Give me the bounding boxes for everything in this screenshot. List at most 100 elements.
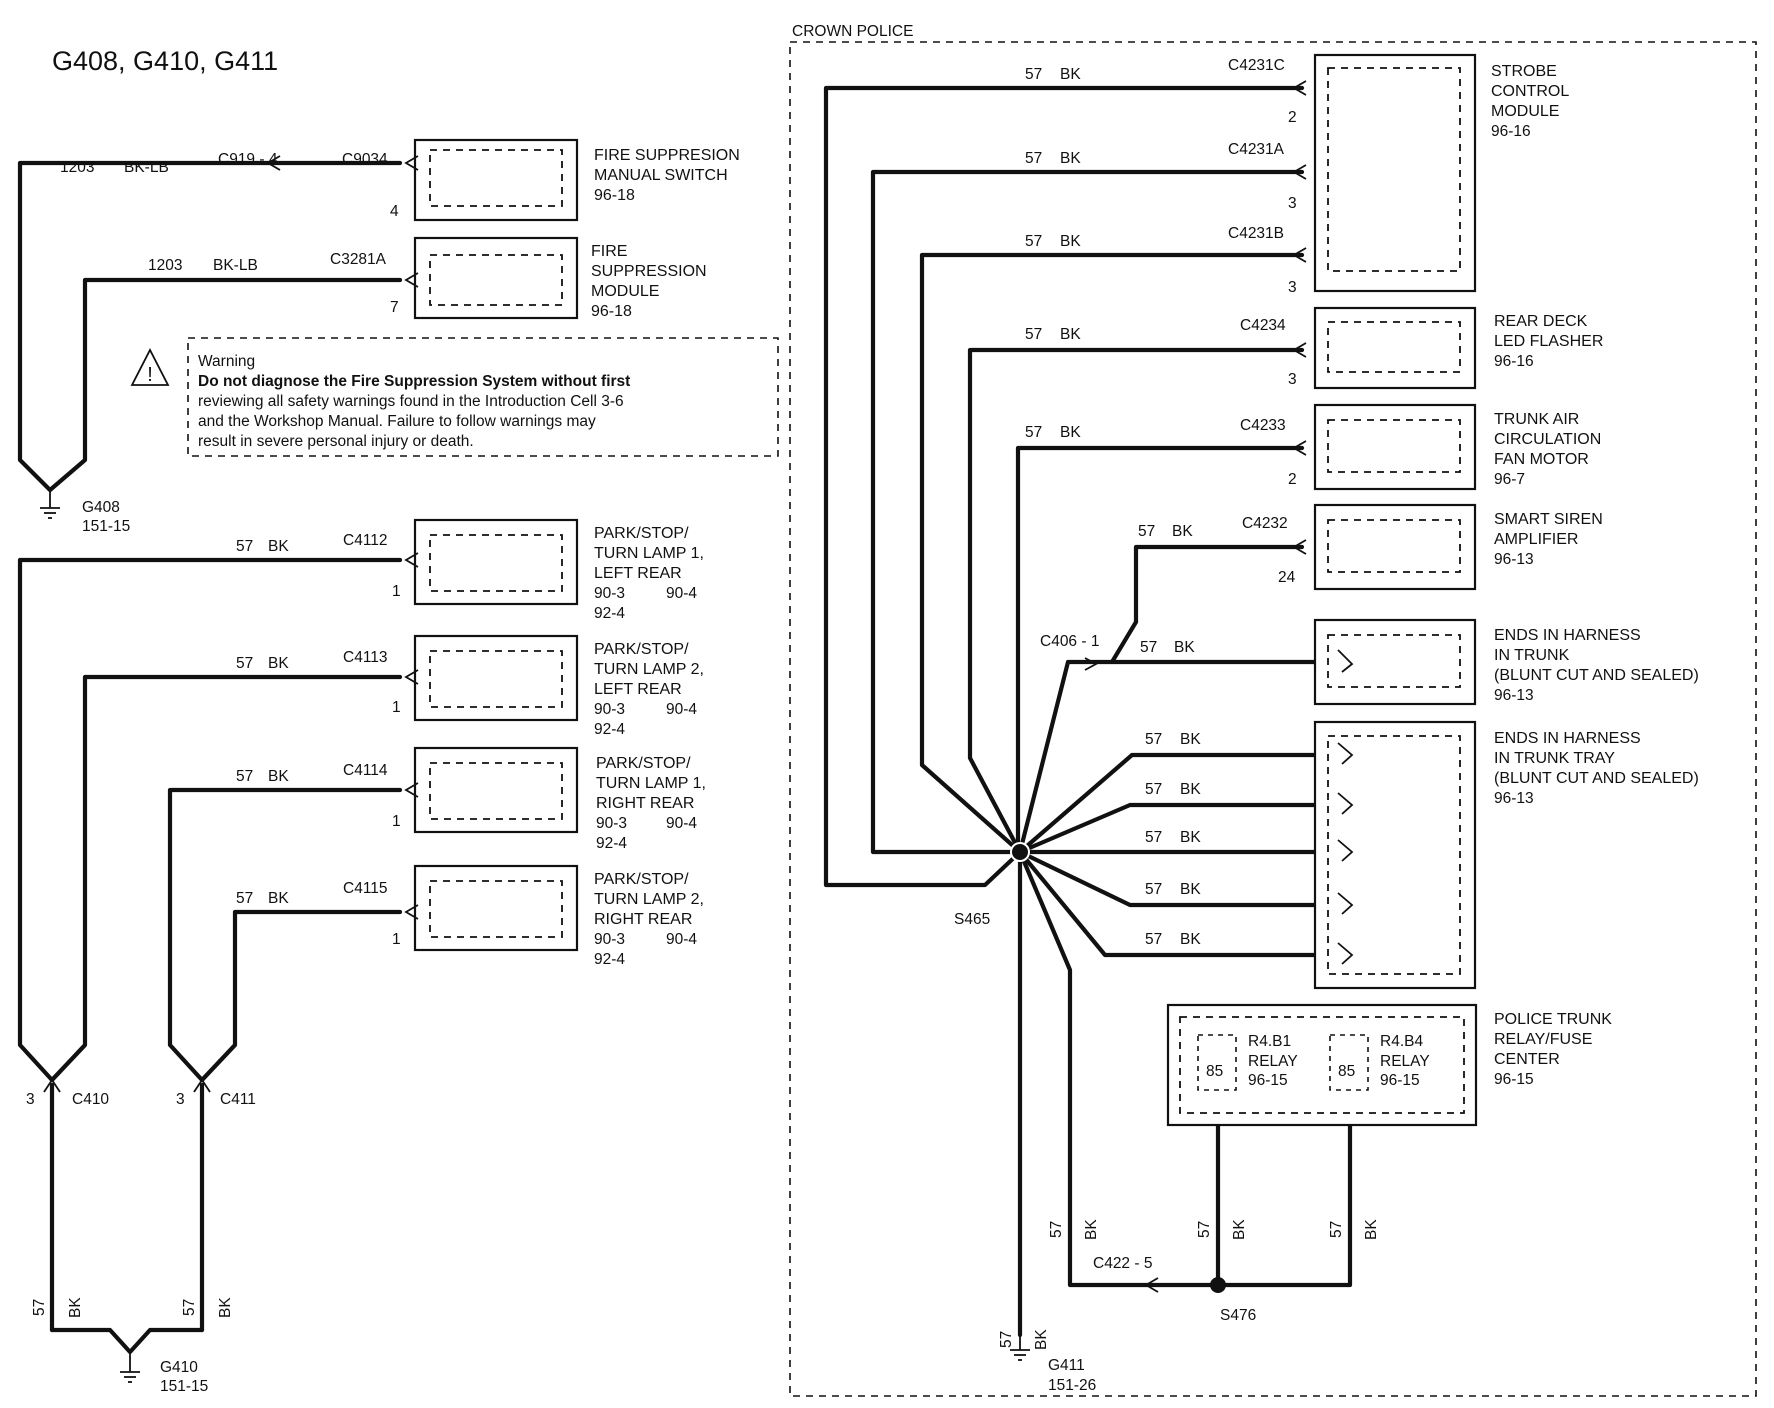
vertical-wire-labels-right: 57 BK 57 BK 57 BK 57 BK [998, 1219, 1380, 1350]
component-ref: 92-4 [596, 835, 627, 852]
warning-text: and the Workshop Manual. Failure to foll… [198, 413, 596, 430]
component-name: FIRE [591, 243, 627, 260]
component-name: TURN LAMP 1, [596, 775, 706, 792]
c406-connector-icon [1084, 657, 1098, 671]
component-name: PARK/STOP/ [596, 755, 691, 772]
wire-labels-right: 57 BK 57 BK 57 BK 57 BK 57 BK 57 BK 57 B… [1025, 66, 1201, 948]
wire-circuit-label: 57 [1025, 66, 1042, 83]
crown-police-frame [789, 41, 1757, 1397]
component-ref: 96-16 [1491, 123, 1531, 140]
component-ref: 96-18 [591, 303, 632, 320]
wire-tray-2 [1017, 802, 1323, 855]
relay-name: R4.B4 [1380, 1033, 1423, 1050]
component-name: CENTER [1494, 1051, 1560, 1068]
pin-arrow-icon [404, 552, 419, 568]
component-name: ENDS IN HARNESS [1494, 627, 1641, 644]
component-name: CONTROL [1491, 83, 1569, 100]
component-ref: 96-15 [1494, 1071, 1534, 1088]
wire-circuit-label: 57 [1145, 931, 1162, 948]
wire-color-label: BK [1060, 326, 1081, 343]
component-ref: 96-7 [1494, 471, 1525, 488]
wire-to-c4231b [919, 252, 1305, 855]
wire-tray-5 [1017, 849, 1323, 958]
connector-label: C4114 [343, 762, 388, 779]
relay-type: RELAY [1248, 1053, 1298, 1070]
relay-pin: 85 [1338, 1063, 1355, 1080]
connector-name: C411 [220, 1091, 256, 1108]
pin-number: 7 [390, 299, 399, 316]
ground-name: G411 [1048, 1357, 1085, 1374]
wire-circuit-label: 57 [1145, 881, 1162, 898]
wire-color-label: BK [1060, 66, 1081, 83]
wire-circuit-label: 57 [1328, 1221, 1345, 1238]
wire-color-label: BK [67, 1297, 84, 1318]
component-name: TURN LAMP 1, [594, 545, 704, 562]
pin-arrow-icon [404, 272, 419, 288]
strobe-control-module: C4231C 2 C4231A 3 C4231B 3 STROBE CONTRO… [1228, 53, 1569, 296]
wire-color-label: BK [1180, 931, 1201, 948]
pin-number: 3 [176, 1091, 185, 1108]
wire-to-c4232 [1109, 544, 1305, 665]
park-stop-turn-lamp-2-left-rear: 57 BK C4113 1 PARK/STOP/ TURN LAMP 2, LE… [236, 634, 704, 738]
exclamation-icon: ! [147, 364, 153, 386]
component-name: RIGHT REAR [596, 795, 694, 812]
connector-label: C3281A [330, 251, 387, 268]
ground-g411: G411 151-26 [1010, 1335, 1096, 1394]
ground-name: G410 [160, 1359, 198, 1376]
wire-color-label: BK [1180, 881, 1201, 898]
wire-color-label: BK [268, 890, 289, 907]
wire-circuit-label: 57 [236, 538, 253, 555]
relay-ref: 96-15 [1380, 1072, 1420, 1089]
pin-number: 3 [1288, 371, 1297, 388]
warning-note: ! Warning Do not diagnose the Fire Suppr… [130, 337, 779, 457]
crown-police-section: CROWN POLICE S465 S476 C422 - 5 C406 - 1 [789, 23, 1757, 1397]
pin-number: 1 [392, 583, 401, 600]
pin-arrow-icon [404, 904, 419, 920]
wire-57-lamps-right [167, 787, 403, 1083]
ground-name: G408 [82, 499, 120, 516]
component-name: LEFT REAR [594, 565, 682, 582]
c919-connector-icon [266, 155, 281, 171]
pin-number: 2 [1288, 471, 1297, 488]
wire-to-c4231a [870, 169, 1305, 855]
relay-r4b4: 85 R4.B4 RELAY 96-15 [1329, 1033, 1430, 1091]
component-name: (BLUNT CUT AND SEALED) [1494, 770, 1699, 787]
wire-color-label: BK [1180, 731, 1201, 748]
wire-circuit-label: 57 [1196, 1221, 1213, 1238]
pin-arrow-icon [404, 782, 419, 798]
wire-57-lamps-left [17, 557, 403, 1083]
wire-color-label: BK [1033, 1329, 1050, 1350]
wire-color-label: BK [1363, 1219, 1380, 1240]
component-name: REAR DECK [1494, 313, 1588, 330]
wire-circuit-label: 57 [1048, 1221, 1065, 1238]
component-ref: 92-4 [594, 951, 625, 968]
pin-number: 4 [390, 203, 399, 220]
wire-circuit-label: 57 [1025, 424, 1042, 441]
ends-in-harness-in-trunk: ENDS IN HARNESS IN TRUNK (BLUNT CUT AND … [1313, 618, 1699, 706]
component-name: TURN LAMP 2, [594, 891, 704, 908]
wire-circuit-label: 57 [1145, 731, 1162, 748]
connector-c410: 3 C410 [26, 1078, 109, 1333]
wire-circuit-label: 57 [236, 890, 253, 907]
wire-circuit-label: 57 [1025, 326, 1042, 343]
component-name: RIGHT REAR [594, 911, 692, 928]
pin-number: 3 [1288, 195, 1297, 212]
ground-ref: 151-15 [82, 518, 130, 535]
component-name: TURN LAMP 2, [594, 661, 704, 678]
wire-circuit-label: 57 [1140, 639, 1157, 656]
connector-name: C410 [72, 1091, 109, 1108]
component-ref: 96-16 [1494, 353, 1534, 370]
pin-number: 1 [392, 931, 401, 948]
wire-tray-4 [1017, 849, 1323, 908]
component-name: PARK/STOP/ [594, 525, 689, 542]
wire-circuit-label: 1203 [60, 159, 94, 176]
component-name: IN TRUNK [1494, 647, 1570, 664]
component-name: STROBE [1491, 63, 1557, 80]
blunt-cut-icon [1337, 892, 1354, 915]
inline-connector-label: C919 - 4 [218, 151, 278, 168]
pin-number: 1 [392, 699, 401, 716]
splice-s465 [1010, 842, 1030, 862]
component-name: LEFT REAR [594, 681, 682, 698]
section-label: CROWN POLICE [792, 23, 913, 40]
smart-siren-amplifier: C4232 24 SMART SIREN AMPLIFIER 96-13 [1242, 503, 1603, 591]
